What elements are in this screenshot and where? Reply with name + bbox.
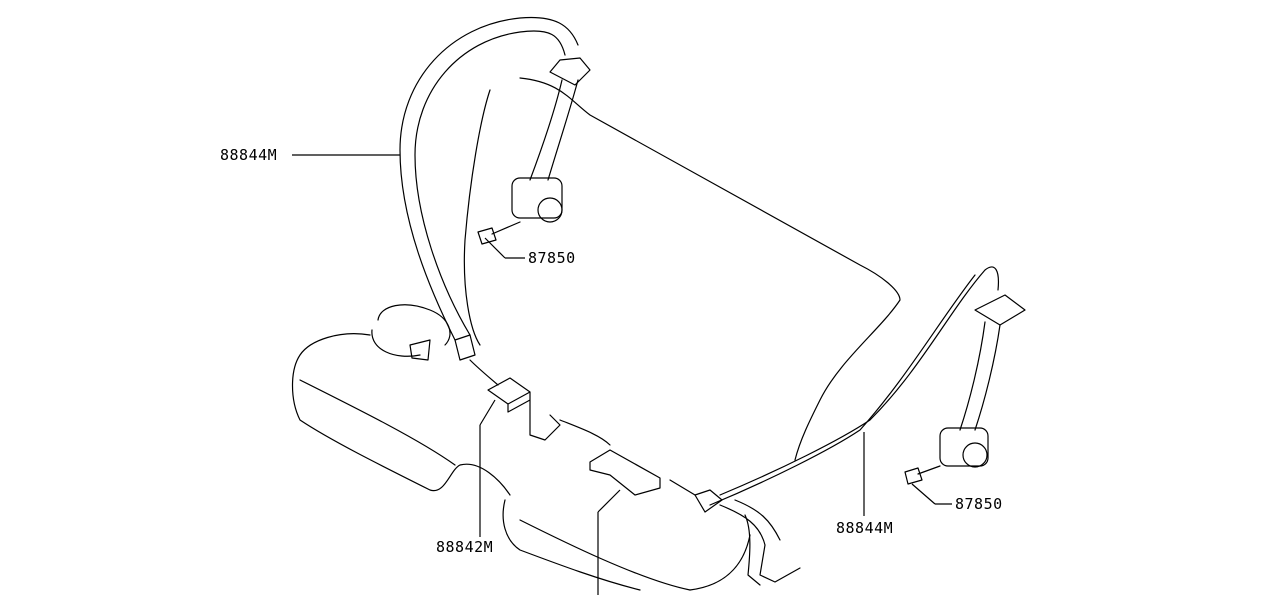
callout-center-buckle[interactable]: 88842M <box>436 538 493 556</box>
seat-back <box>463 77 901 461</box>
leader-left-bolt <box>484 237 506 259</box>
buckles-drawing <box>469 359 661 496</box>
right-seat-belt-drawing <box>669 266 1026 586</box>
left-seat-belt-drawing <box>371 16 591 361</box>
leader-buckle-top <box>479 399 496 426</box>
callout-right-bolt[interactable]: 87850 <box>955 495 1003 513</box>
callout-left-seat-belt[interactable]: 88844M <box>220 146 277 164</box>
seat-cushion <box>291 333 781 591</box>
leader-right-bolt <box>911 483 936 505</box>
leader-center-buckle-top <box>597 489 621 513</box>
callout-left-bolt[interactable]: 87850 <box>528 249 576 267</box>
callout-right-seat-belt[interactable]: 88844M <box>836 519 893 537</box>
